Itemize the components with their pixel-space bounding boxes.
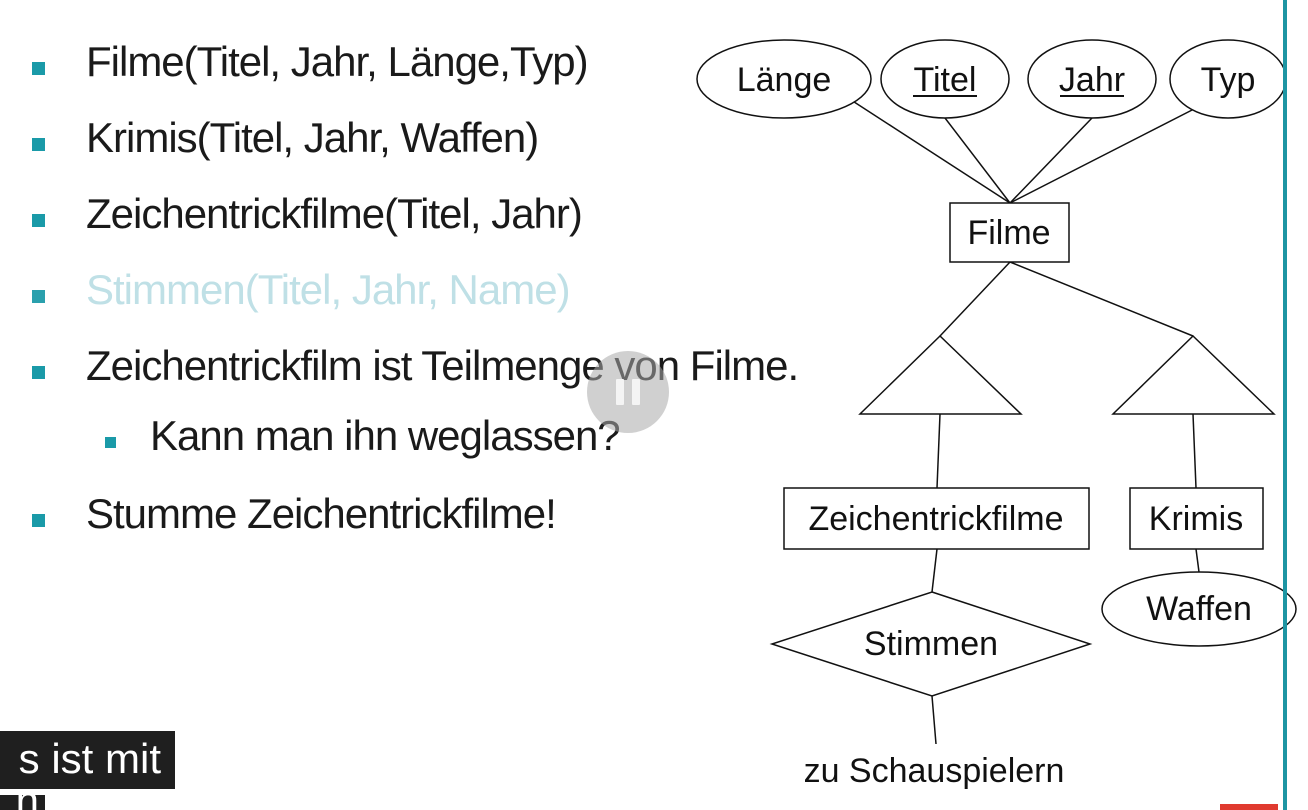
- bullet-marker-icon: [32, 290, 45, 303]
- bullet-text: Zeichentrickfilme(Titel, Jahr): [86, 190, 583, 237]
- attribute-label-titel: Titel: [914, 61, 977, 99]
- attribute-label-waffen: Waffen: [1146, 590, 1252, 628]
- isa-triangle-left: [858, 334, 1023, 415]
- pause-icon: [616, 379, 624, 405]
- connector-line: [1009, 117, 1093, 204]
- entity-label-zeichentrickfilme: Zeichentrickfilme: [808, 500, 1063, 538]
- connector-line: [944, 117, 1011, 204]
- attribute-ellipse-titel: [880, 39, 1010, 119]
- relationship-label-stimmen: Stimmen: [864, 625, 998, 663]
- relationship-diamond-stimmen: [769, 591, 1093, 697]
- bullet-text: Krimis(Titel, Jahr, Waffen): [86, 114, 539, 161]
- connector-line: [931, 695, 937, 745]
- pause-icon: [632, 379, 640, 405]
- player-progress-indicator: [1220, 804, 1278, 810]
- bullet-text: Filme(Titel, Jahr, Länge,Typ): [86, 38, 589, 85]
- connector-line: [939, 261, 1011, 337]
- pause-button[interactable]: [587, 351, 669, 433]
- attribute-ellipse-laenge: [696, 39, 872, 119]
- bullet-text: Zeichentrickfilm ist Teilmenge von Filme…: [86, 342, 799, 389]
- subtitle-caption: s ist mit: [0, 731, 175, 789]
- entity-box-filme: [949, 202, 1070, 263]
- connector-line: [936, 413, 941, 489]
- attribute-label-laenge: Länge: [737, 61, 832, 99]
- bullet-marker-icon: [105, 437, 116, 448]
- entity-label-filme: Filme: [967, 214, 1050, 252]
- slide-border: [1283, 0, 1287, 810]
- subtitle-text: n: [16, 795, 39, 810]
- bullet-marker-icon: [32, 138, 45, 151]
- footer-note-label: zu Schauspielern: [804, 752, 1065, 790]
- attribute-ellipse-waffen: [1101, 571, 1297, 647]
- entity-label-krimis: Krimis: [1149, 500, 1243, 538]
- connector-line: [1195, 548, 1200, 573]
- entity-box-krimis: [1129, 487, 1264, 550]
- bullet-marker-icon: [32, 62, 45, 75]
- subtitle-text: s ist mit: [18, 735, 161, 782]
- bullet-text: Stimmen(Titel, Jahr, Name): [86, 266, 571, 313]
- bullet-marker-icon: [32, 214, 45, 227]
- connector-line: [1192, 413, 1197, 489]
- connector-line: [847, 97, 1011, 204]
- bullet-text: Stumme Zeichentrickfilme!: [86, 490, 557, 537]
- connector-line: [1009, 261, 1194, 337]
- attribute-label-typ: Typ: [1201, 61, 1256, 99]
- subtitle-caption: n: [0, 795, 45, 810]
- bullet-text: Kann man ihn weglassen?: [150, 412, 621, 459]
- connector-line: [931, 548, 938, 593]
- entity-box-zeichentrickfilme: [783, 487, 1090, 550]
- attribute-ellipse-jahr: [1027, 39, 1157, 119]
- bullet-marker-icon: [32, 514, 45, 527]
- attribute-label-jahr: Jahr: [1059, 61, 1125, 99]
- isa-triangle-right: [1111, 334, 1276, 415]
- bullet-marker-icon: [32, 366, 45, 379]
- connector-line: [1009, 107, 1197, 204]
